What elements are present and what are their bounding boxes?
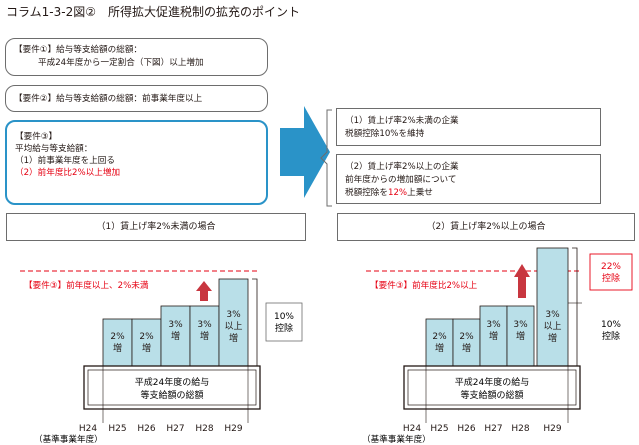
panel-1-bar-h25-label-2: 増 bbox=[113, 342, 122, 354]
panel-1-year-h28: H28 bbox=[195, 424, 213, 434]
requirement-3-line3: （1）前事業年度を上回る bbox=[15, 156, 115, 166]
requirement-1-box: 【要件①】給与等支給額の総額： 平成24年度から一定割合（下図）以上増加 bbox=[5, 38, 268, 76]
panel-2-header: （2）賃上げ率2%以上の場合 bbox=[337, 213, 635, 241]
result-2-line2: 前年度からの増加額について bbox=[345, 175, 457, 185]
panel-2-annotation: 【要件③】前年度比2%以上 bbox=[370, 279, 478, 291]
panel-2-chart: 【要件③】前年度比2%以上 2% 増 2% 増 3% 増 3% 増 3% 以上 … bbox=[362, 247, 633, 445]
panel-2-bar-h26-label-1: 2% bbox=[459, 332, 474, 342]
panel-1-bar-h28 bbox=[189, 305, 220, 367]
panel-2-bar-h27 bbox=[479, 305, 508, 367]
panel-2-extra-deduction-line2: 控除 bbox=[602, 272, 620, 284]
panel-1-annotation: 【要件③】前年度以上、2%未満 bbox=[24, 279, 149, 291]
requirement-3-line2: 平均給与等支給額： bbox=[15, 144, 93, 154]
panel-2-year-h26: H26 bbox=[457, 424, 475, 434]
panel-1-chart: 【要件③】前年度以上、2%未満 2% 増 2% 増 3% 増 3% 増 3% 以… bbox=[20, 270, 303, 445]
panel-2-year-h27: H27 bbox=[484, 424, 502, 434]
requirement-3-line1: 【要件③】 bbox=[15, 132, 58, 142]
panel-1-year-h29: H29 bbox=[224, 424, 242, 434]
requirement-3-line4: （2）前年度比2%以上増加 bbox=[15, 168, 121, 178]
panel-1-bar-h26 bbox=[131, 318, 162, 367]
panel-1-header: （1）賃上げ率2%未満の場合 bbox=[6, 213, 306, 241]
panel-1-bar-h27-label-2: 増 bbox=[171, 330, 180, 342]
panel-2-bar-h28 bbox=[506, 305, 535, 367]
panel-1-bar-h26-label-2: 増 bbox=[142, 342, 151, 354]
panel-2-year-h24: H24 bbox=[403, 424, 421, 434]
panel-2-bar-h27-label-2: 増 bbox=[489, 330, 498, 342]
panel-1-bar-h29-label-1: 3% bbox=[226, 310, 241, 320]
panel-1-bar-h25 bbox=[102, 318, 133, 367]
panel-2-bar-h29-label-2: 以上 bbox=[543, 321, 561, 332]
panel-2-bar-h26-label-2: 増 bbox=[462, 342, 471, 354]
requirement-1-line1: 【要件①】給与等支給額の総額： bbox=[14, 45, 143, 55]
panel-2-bar-h25 bbox=[425, 318, 454, 367]
panel-2-base-year-note: （基準事業年度） bbox=[362, 433, 431, 445]
page-title: コラム1-3-2図② 所得拡大促進税制の拡充のポイント bbox=[6, 5, 300, 19]
panel-1-bar-h27 bbox=[160, 305, 191, 367]
panel-1-year-h24: H24 bbox=[79, 424, 97, 434]
panel-1-up-arrow-icon bbox=[196, 281, 212, 301]
requirement-3-box: 【要件③】 平均給与等支給額： （1）前事業年度を上回る （2）前年度比2%以上… bbox=[5, 120, 268, 205]
panel-1-bar-h29-label-3: 増 bbox=[229, 332, 238, 344]
panel-2-brace-upper-icon bbox=[572, 247, 578, 303]
result-2-line3: 税額控除を12%上乗せ bbox=[345, 187, 433, 199]
panel-1-bar-h28-label-2: 増 bbox=[200, 330, 209, 342]
left-brace-icon bbox=[320, 109, 332, 207]
panel-1-year-h25: H25 bbox=[108, 424, 126, 434]
panel-1-bar-h27-label-1: 3% bbox=[168, 320, 183, 330]
result-1-line1: （1）賃上げ率2%未満の企業 bbox=[345, 116, 459, 126]
panel-1-deduction-line1: 10% bbox=[274, 312, 294, 322]
requirement-1-line2: 平成24年度から一定割合（下図）以上増加 bbox=[38, 58, 204, 68]
panel-1-base-box bbox=[83, 365, 261, 410]
flow-arrow-graphic bbox=[280, 106, 330, 198]
panel-2-extra-deduction-box bbox=[589, 253, 633, 291]
panel-1-base-label-1: 平成24年度の給与 bbox=[135, 376, 209, 388]
panel-2-bar-h29-label-1: 3% bbox=[545, 310, 560, 320]
result-2-box: （2）賃上げ率2%以上の企業 前年度からの増加額について 税額控除を12%上乗せ bbox=[336, 154, 601, 204]
panel-1-year-h27: H27 bbox=[166, 424, 184, 434]
panel-1-bar-h25-label-1: 2% bbox=[110, 332, 125, 342]
panel-2-bar-h28-label-2: 増 bbox=[516, 330, 525, 342]
requirement-2-box: 【要件②】給与等支給額の総額：前事業年度以上 bbox=[5, 85, 268, 112]
panel-1-bar-h26-label-1: 2% bbox=[139, 332, 154, 342]
panel-1-base-box-inner bbox=[87, 369, 257, 406]
bracket-graphic bbox=[320, 109, 332, 207]
result-1-box: （1）賃上げ率2%未満の企業 税額控除10%を維持 bbox=[336, 108, 601, 146]
panel-2-brace-lower-icon bbox=[572, 303, 578, 367]
right-arrow-icon bbox=[280, 106, 330, 198]
panel-1-deduction-line2: 控除 bbox=[275, 322, 293, 334]
panel-2-bar-h25-label-2: 増 bbox=[435, 342, 444, 354]
panel-1-bar-h29-label-2: 以上 bbox=[224, 321, 242, 332]
panel-2-deduction-line1: 10% bbox=[601, 320, 621, 330]
panel-2-base-label-1: 平成24年度の給与 bbox=[455, 376, 529, 388]
panel-2-year-h28: H28 bbox=[511, 424, 529, 434]
panel-1-year-h26: H26 bbox=[137, 424, 155, 434]
panel-2-bar-h28-label-1: 3% bbox=[513, 320, 528, 330]
panel-1-brace-icon bbox=[252, 278, 258, 367]
result-1-line2: 税額控除10%を維持 bbox=[345, 129, 425, 139]
panel-1-bar-h28-label-1: 3% bbox=[197, 320, 212, 330]
panel-2-up-arrow-icon bbox=[514, 264, 530, 298]
panel-2-bar-h25-label-1: 2% bbox=[432, 332, 447, 342]
panel-2-deduction-line2: 控除 bbox=[602, 330, 620, 342]
panel-2-base-label-2: 等支給額の総額 bbox=[460, 389, 523, 401]
result-2-line3-prefix: 税額控除を bbox=[345, 188, 388, 198]
panel-2-year-h25: H25 bbox=[430, 424, 448, 434]
panel-2-base-box-inner bbox=[407, 369, 577, 406]
panel-2-bar-h29 bbox=[536, 247, 569, 367]
panel-2-bar-h26 bbox=[452, 318, 481, 367]
panel-2-year-h29: H29 bbox=[543, 424, 561, 434]
panel-2-bar-h27-label-1: 3% bbox=[486, 320, 501, 330]
panel-2-extra-deduction-line1: 22% bbox=[601, 262, 621, 272]
panel-2-bar-h29-label-3: 増 bbox=[548, 332, 557, 344]
result-2-line3-highlight: 12% bbox=[387, 188, 408, 198]
result-2-line3-suffix: 上乗せ bbox=[407, 188, 433, 198]
result-2-line1: （2）賃上げ率2%以上の企業 bbox=[345, 162, 459, 172]
requirement-2-line1: 【要件②】給与等支給額の総額：前事業年度以上 bbox=[14, 94, 203, 104]
panel-1-deduction-box bbox=[265, 302, 303, 342]
panel-1-base-label-2: 等支給額の総額 bbox=[140, 389, 203, 401]
panel-2-base-box bbox=[403, 365, 581, 410]
panel-1-base-year-note: （基準事業年度） bbox=[34, 433, 103, 445]
